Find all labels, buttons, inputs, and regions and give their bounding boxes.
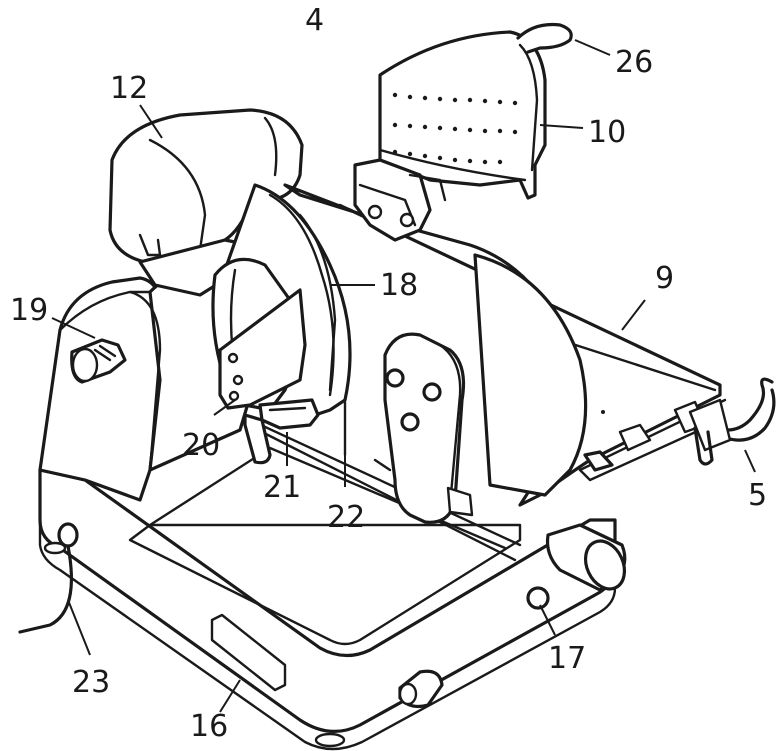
label-19: 19 — [10, 293, 48, 328]
callout-labels: 4 26 12 10 9 18 19 20 21 22 5 23 17 16 — [10, 3, 767, 744]
food-pusher — [353, 22, 573, 242]
blade-support — [243, 398, 320, 465]
label-9: 9 — [655, 261, 674, 296]
adjust-knob — [398, 523, 627, 709]
label-12: 12 — [110, 71, 148, 106]
label-16: 16 — [190, 709, 228, 744]
label-5: 5 — [748, 478, 767, 513]
label-26: 26 — [615, 45, 653, 80]
sharpener-housing — [108, 108, 304, 297]
thickness-lever — [343, 332, 474, 524]
label-18: 18 — [380, 268, 418, 303]
leader-lines — [51, 39, 756, 713]
label-17: 17 — [548, 641, 586, 676]
carriage-tray — [283, 183, 727, 507]
label-21: 21 — [263, 470, 301, 505]
label-20: 20 — [182, 428, 220, 463]
gripper-spikes — [392, 92, 518, 165]
label-4: 4 — [305, 3, 324, 38]
label-23: 23 — [72, 665, 110, 700]
switch-knob — [70, 338, 127, 384]
label-10: 10 — [588, 115, 626, 150]
carriage-handle — [688, 377, 776, 466]
label-22: 22 — [327, 500, 365, 535]
